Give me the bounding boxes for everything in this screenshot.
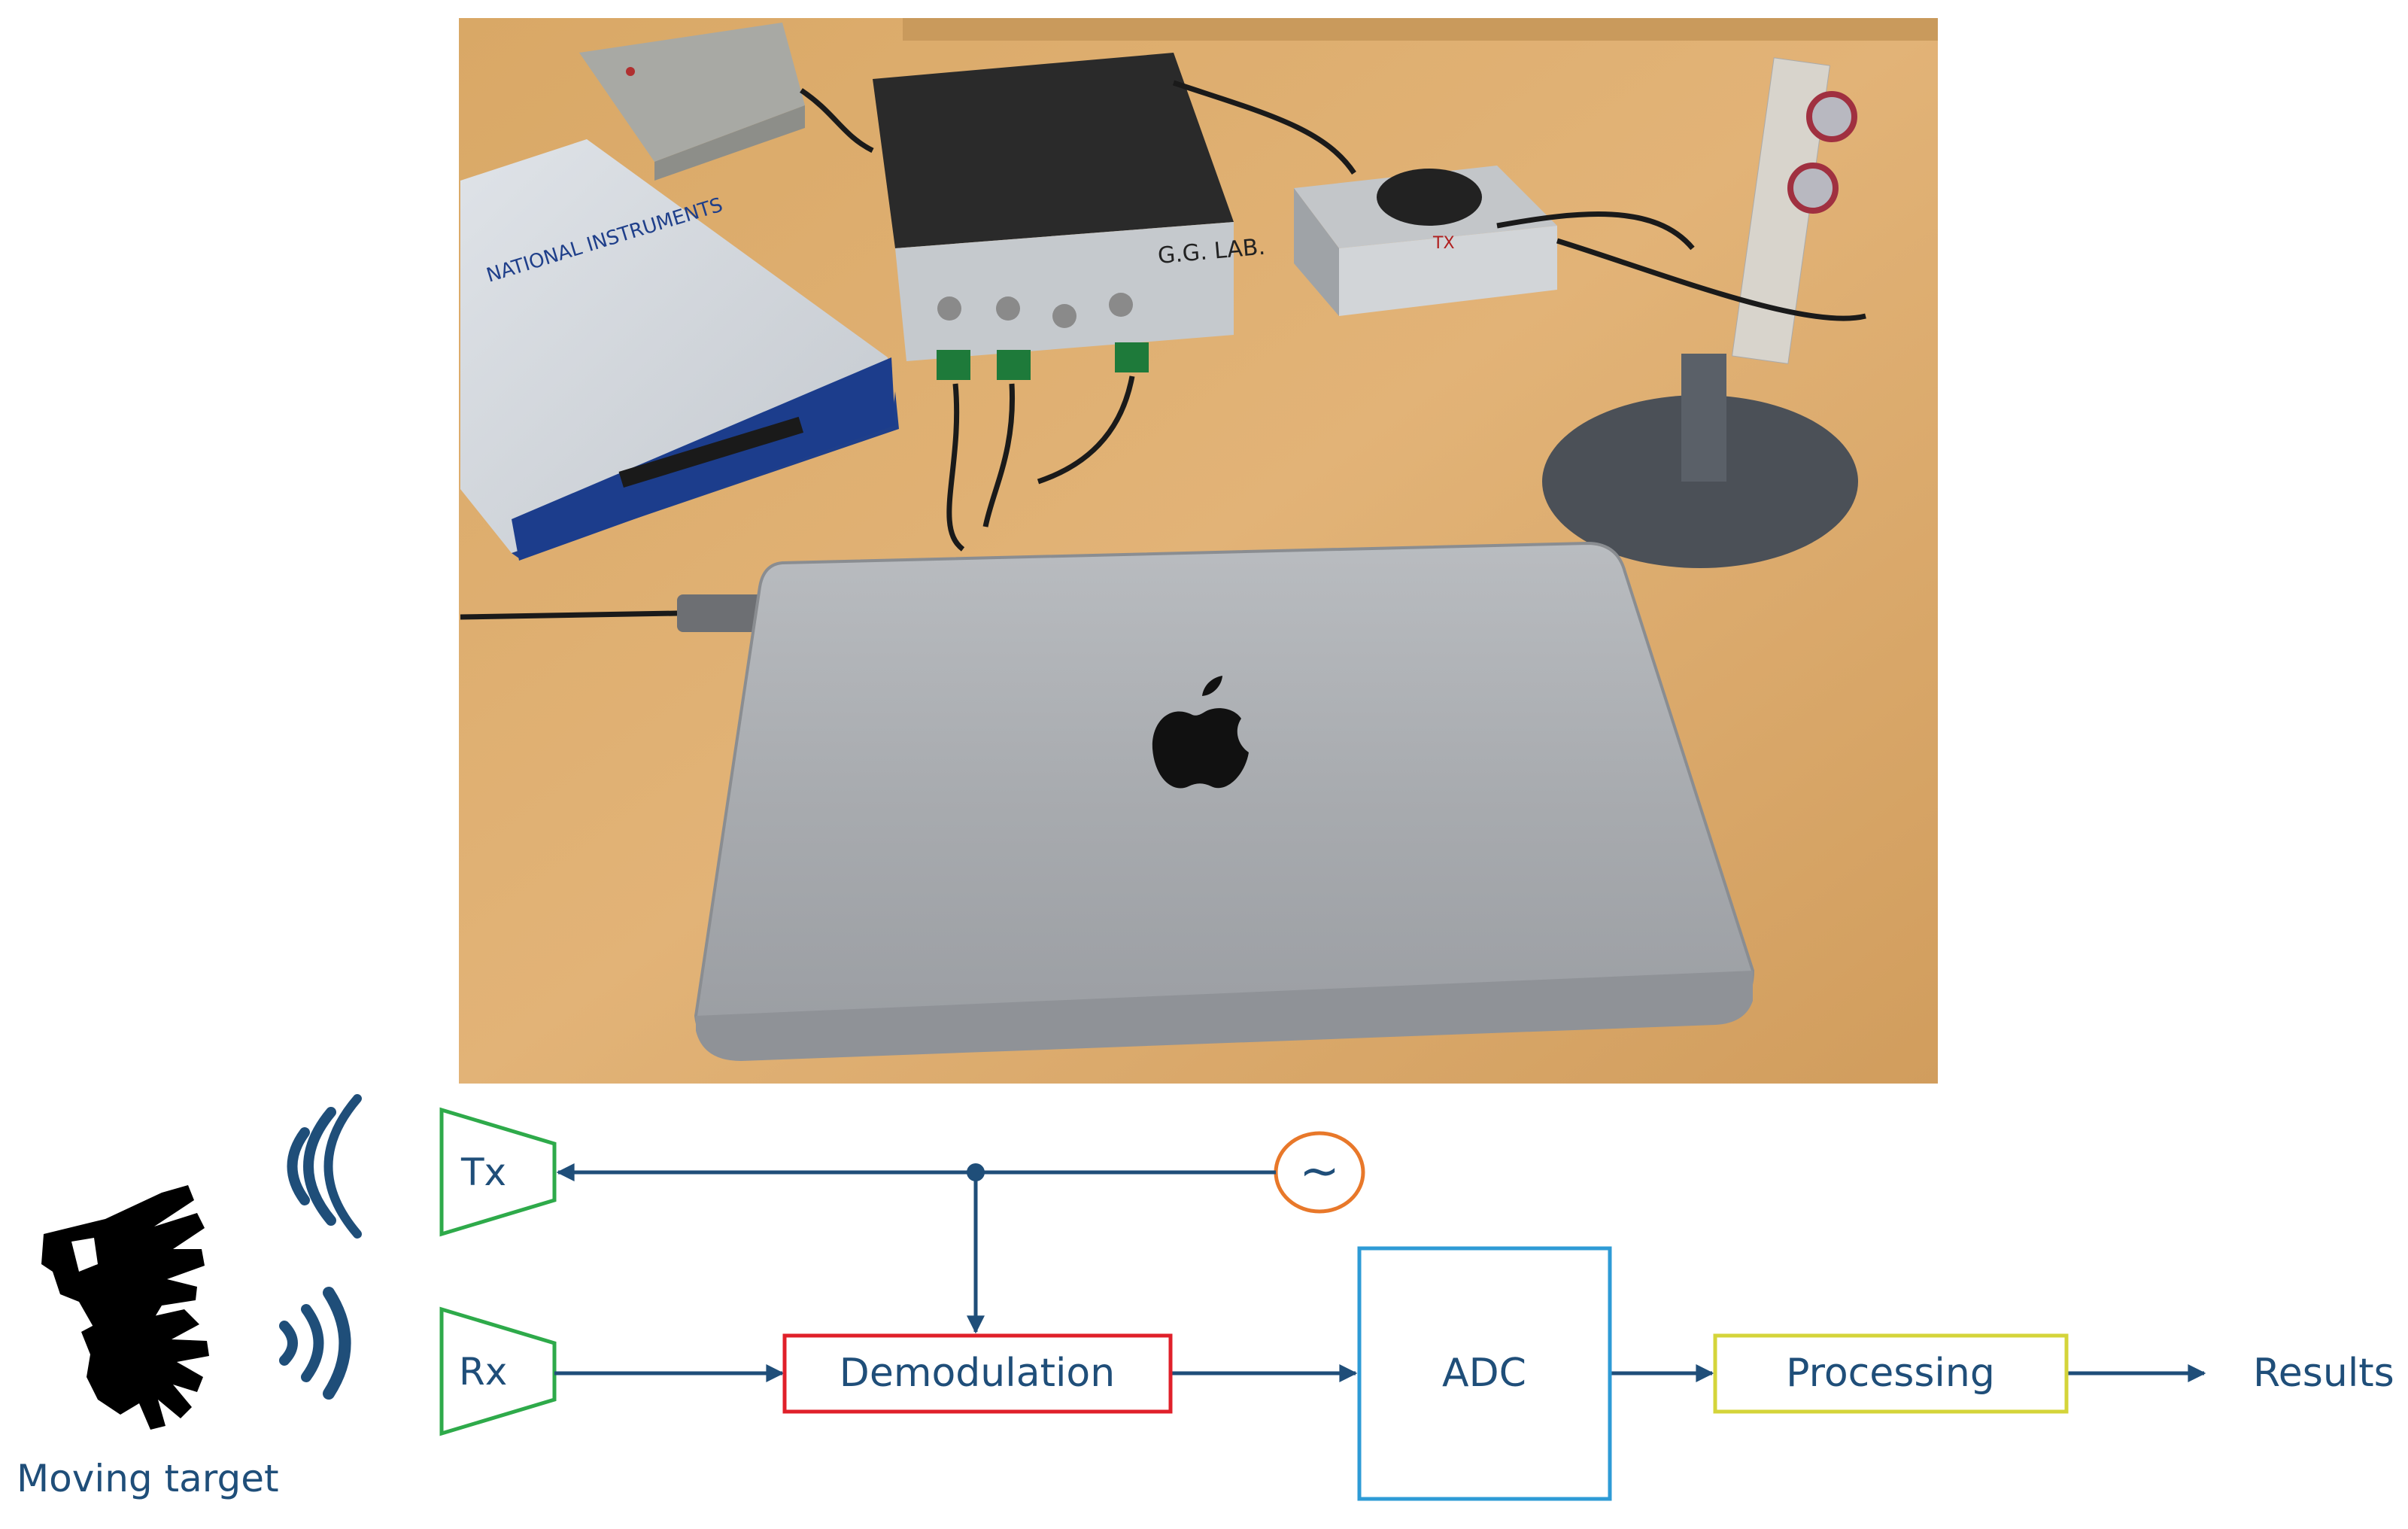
ultrasonic-sensor-icon bbox=[1542, 57, 1858, 568]
signal-wave-icon bbox=[279, 1287, 351, 1400]
usb-connector bbox=[677, 594, 767, 632]
tx-transducer: Tx bbox=[439, 1107, 557, 1237]
processing-label: Processing bbox=[1786, 1351, 1995, 1396]
tx-box-label: TX bbox=[1432, 234, 1455, 253]
block-diagram: Moving target Tx Rx ~ bbox=[17, 1094, 2394, 1501]
experimental-setup-photo: NATIONAL INSTRUMENTS G.G. LAB. TX bbox=[459, 18, 1938, 1084]
adc-block: ADC bbox=[1357, 1246, 1612, 1501]
oscillator-symbol: ~ bbox=[1299, 1144, 1340, 1199]
signal-conditioning-box: G.G. LAB. bbox=[873, 53, 1266, 380]
rx-transducer: Rx bbox=[439, 1306, 557, 1436]
processing-block: Processing bbox=[1713, 1333, 2069, 1414]
cables bbox=[460, 80, 1866, 620]
results-label: Results bbox=[2253, 1351, 2394, 1396]
power-supply-box bbox=[579, 23, 805, 181]
split-junction-dot bbox=[967, 1163, 985, 1181]
oscillator: ~ bbox=[1274, 1131, 1365, 1214]
demodulation-label: Demodulation bbox=[840, 1351, 1115, 1396]
hand-icon bbox=[41, 1185, 209, 1430]
demodulation-block: Demodulation bbox=[782, 1333, 1173, 1414]
tx-label: Tx bbox=[460, 1151, 506, 1194]
transmitter-box: TX bbox=[1294, 166, 1557, 316]
adc-label: ADC bbox=[1442, 1351, 1526, 1396]
signal-lines bbox=[554, 1163, 2206, 1382]
table-back-strip bbox=[903, 18, 1938, 41]
apple-logo-icon bbox=[1152, 676, 1249, 789]
daq-device-icon: NATIONAL INSTRUMENTS bbox=[460, 139, 899, 561]
rx-label: Rx bbox=[459, 1350, 507, 1394]
signal-wave-icon bbox=[287, 1094, 362, 1239]
laptop-icon bbox=[694, 541, 1755, 1061]
moving-target-label: Moving target bbox=[17, 1457, 279, 1500]
